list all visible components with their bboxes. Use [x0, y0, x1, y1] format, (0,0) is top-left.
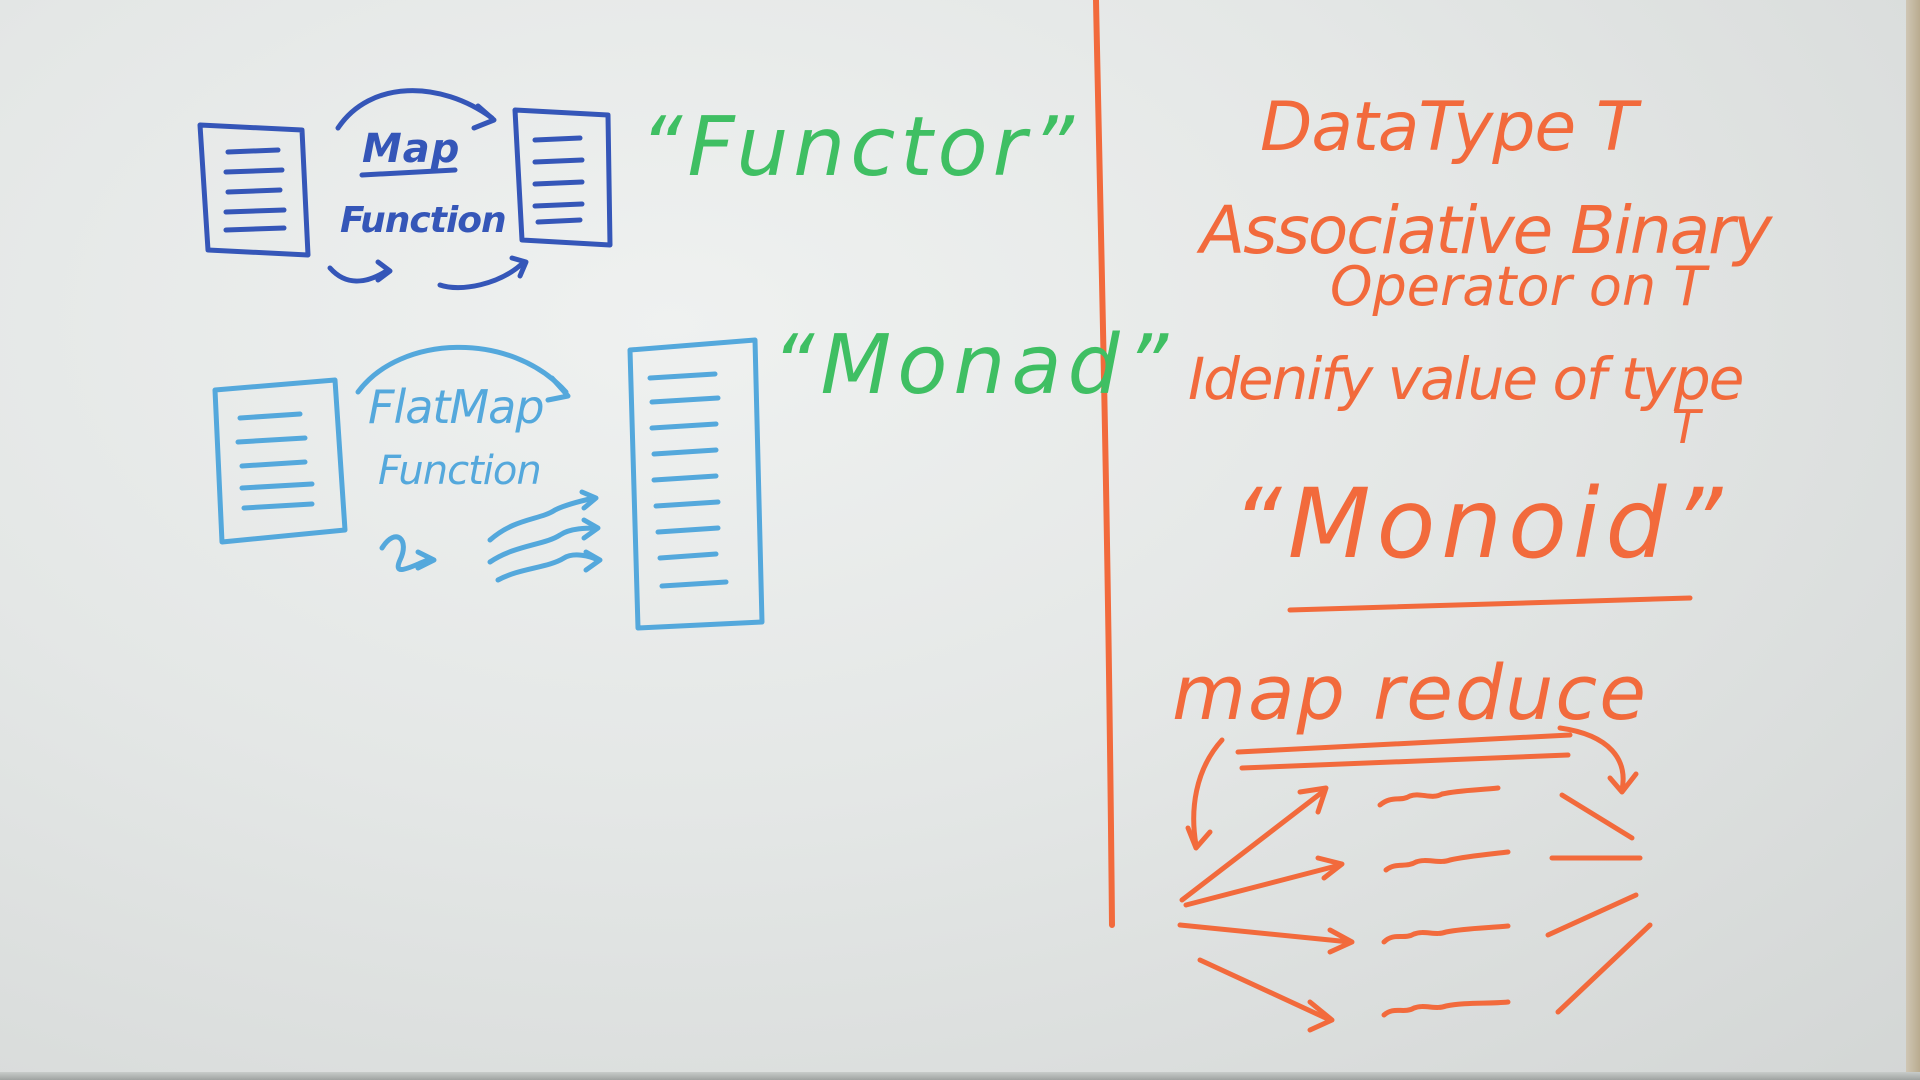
mapped-value-4 [1381, 999, 1511, 1018]
definition-line-identity-type: T [1672, 400, 1702, 454]
monoid-term: “Monoid” [1232, 468, 1729, 580]
map-reduce-underline-1 [1235, 732, 1573, 755]
reduce-line-4 [1555, 922, 1653, 1015]
mapped-value-2 [1383, 849, 1511, 873]
mapped-value-1 [1377, 785, 1501, 808]
functor-result-list-lines [532, 135, 585, 225]
map-reduce-title: map reduce [1172, 648, 1648, 737]
definition-line-associative: Associative Binary [1200, 192, 1772, 269]
map-reduce-diagram [1177, 725, 1653, 1033]
monoid-separator [1287, 595, 1693, 613]
map-split-arrow [1191, 737, 1225, 848]
map-reduce-underline-2 [1239, 752, 1571, 771]
definition-line-datatype: DataType T [1260, 88, 1637, 167]
monad-squiggle-arrow [379, 534, 431, 572]
monad-wavy-arrow-2 [487, 525, 599, 565]
monad-arrow-label-function: Function [378, 448, 542, 494]
map-fan-arrow-1 [1179, 787, 1328, 903]
monad-term: “Monad” [772, 318, 1175, 413]
functor-arrow-label-map: Map [362, 126, 461, 172]
whiteboard-frame-right [1906, 0, 1920, 1080]
mapped-value-3 [1381, 923, 1511, 945]
map-fan-arrow-4 [1197, 957, 1333, 1023]
monad-result-list-icon [627, 337, 765, 631]
definition-line-operator: Operator on T [1330, 255, 1707, 318]
functor-map-arrow [335, 88, 495, 131]
functor-small-arrow-left [327, 265, 391, 284]
monad-source-list-icon [212, 377, 348, 545]
definition-line-identity: Idenify value of type [1188, 345, 1744, 413]
divider-line [1093, 0, 1115, 928]
functor-small-arrow-right [437, 259, 527, 291]
monad-diagram [212, 337, 765, 631]
monad-wavy-arrow-1 [487, 495, 597, 543]
functor-diagram [197, 88, 613, 291]
functor-source-list-lines [223, 147, 287, 233]
monad-arrow-label-flatmap: FlatMap [368, 380, 545, 434]
map-fan-arrow-3 [1177, 922, 1353, 945]
monad-wavy-arrow-3 [495, 552, 601, 583]
functor-arrow-label-function: Function [340, 200, 507, 241]
map-fan-arrow-2 [1183, 862, 1343, 908]
monad-source-list-lines [235, 411, 315, 511]
monad-flatmap-arrow [355, 344, 569, 395]
functor-term: “Functor” [640, 100, 1079, 195]
monad-result-list-lines [647, 371, 729, 589]
reduce-merge-arrow [1557, 725, 1626, 793]
reduce-line-1 [1559, 792, 1635, 841]
whiteboard-frame-bottom [0, 1072, 1920, 1080]
functor-result-list-icon [512, 107, 613, 248]
functor-source-list-icon [197, 122, 311, 258]
reduce-line-3 [1545, 892, 1639, 938]
